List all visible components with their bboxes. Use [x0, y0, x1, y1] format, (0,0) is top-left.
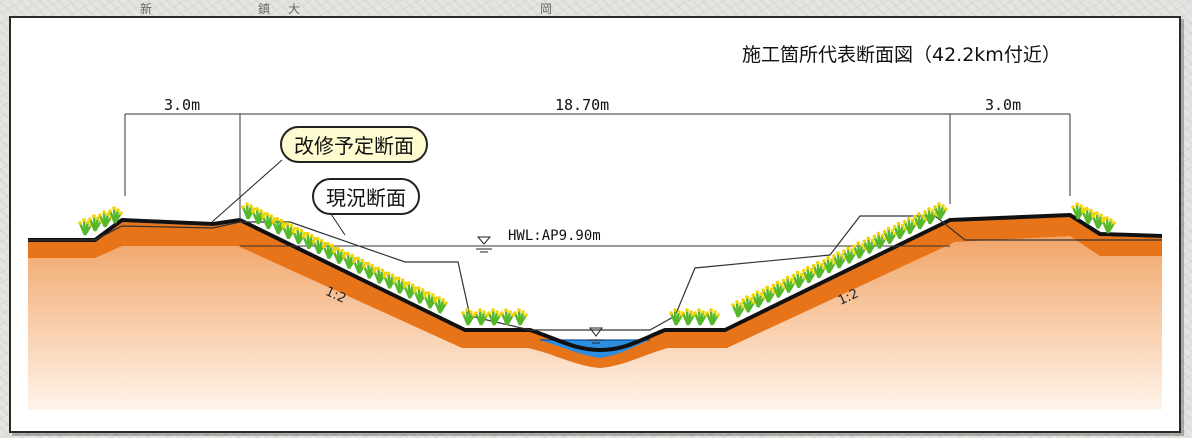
grass-tuft	[281, 221, 297, 240]
grass-tuft	[108, 206, 123, 224]
grass-tuft	[402, 281, 418, 299]
grass-tuft	[771, 280, 787, 299]
grass-tuft	[487, 308, 502, 326]
diagram-title: 施工箇所代表断面図（42.2km付近）	[742, 44, 1061, 66]
map-label: 新	[140, 2, 153, 16]
map-label: 岡	[540, 2, 553, 16]
grass-tuft	[669, 308, 684, 326]
hwl-symbol	[476, 236, 492, 253]
grass-tuft	[88, 214, 103, 232]
grass-tuft	[882, 226, 898, 245]
planned-section-callout: 改修予定断面	[280, 126, 428, 163]
grass-tuft	[902, 216, 918, 235]
grass-tuft	[705, 308, 720, 326]
dimension-left: 3.0m	[164, 96, 201, 114]
grass-tuft	[461, 308, 476, 326]
grass-tuft	[913, 212, 928, 230]
grass-tuft	[261, 212, 277, 230]
grass-tuft	[852, 241, 867, 259]
grass-tuft	[513, 308, 528, 326]
dimension-right: 3.0m	[985, 96, 1022, 114]
grass-tuft	[923, 207, 938, 225]
grass-vegetation	[78, 202, 1116, 326]
grass-tuft	[791, 270, 807, 289]
grass-tuft	[822, 256, 837, 274]
existing-section-line	[28, 215, 1162, 331]
grass-tuft	[693, 308, 708, 326]
planned-section-line	[28, 213, 1163, 352]
grass-tuft	[433, 296, 448, 314]
dimension-lines	[124, 113, 1071, 222]
hwl-label: HWL:AP9.90m	[508, 228, 601, 244]
ground-soil	[28, 224, 1162, 410]
grass-tuft	[362, 261, 378, 280]
grass-tuft	[1101, 216, 1116, 234]
grass-tuft	[862, 236, 878, 254]
map-label: 大	[288, 2, 301, 16]
grass-tuft	[751, 290, 766, 308]
grass-tuft	[241, 202, 256, 220]
planned-leader	[211, 159, 283, 223]
grass-tuft	[392, 276, 408, 294]
grass-tuft	[1091, 211, 1106, 229]
grass-tuft	[474, 308, 489, 326]
grass-tuft	[872, 231, 888, 250]
grass-tuft	[681, 308, 696, 326]
water-surface-symbol	[588, 327, 604, 344]
grass-tuft	[832, 251, 847, 269]
grass-tuft	[500, 308, 515, 326]
grass-tuft	[892, 221, 908, 240]
embankment-band	[28, 216, 1162, 368]
grass-tuft	[322, 241, 337, 260]
grass-tuft	[741, 295, 756, 313]
existing-section-callout: 現況断面	[312, 178, 420, 215]
dimension-center: 18.70m	[555, 96, 610, 114]
grass-tuft	[812, 261, 827, 279]
grass-tuft	[933, 202, 948, 220]
grass-tuft	[271, 217, 287, 235]
map-label: 鎮	[258, 2, 271, 16]
grass-tuft	[842, 246, 857, 264]
grass-tuft	[801, 265, 817, 284]
